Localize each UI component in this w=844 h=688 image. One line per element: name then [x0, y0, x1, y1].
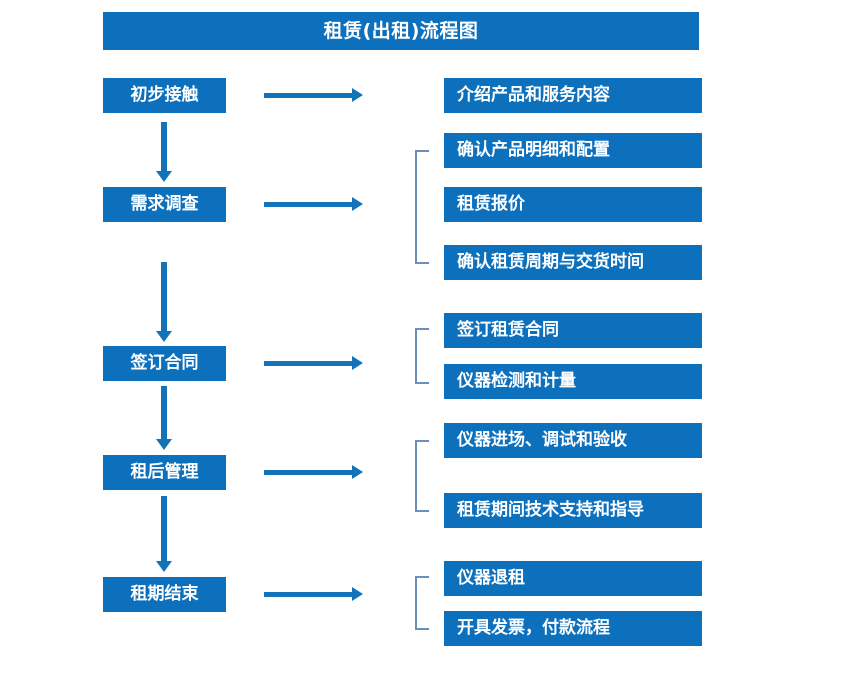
group-bracket-icon	[415, 440, 429, 512]
stage-label: 需求调查	[130, 194, 199, 214]
arrow-right-icon	[264, 587, 363, 601]
detail-box-instrument-inspection[interactable]: 仪器检测和计量	[444, 364, 702, 399]
page-title: 租赁(出租)流程图	[323, 19, 479, 42]
detail-label: 仪器检测和计量	[457, 371, 576, 391]
detail-box-confirm-product-specs[interactable]: 确认产品明细和配置	[444, 133, 702, 168]
detail-label: 介绍产品和服务内容	[457, 85, 610, 105]
detail-box-introduce-products[interactable]: 介绍产品和服务内容	[444, 78, 702, 113]
arrow-down-icon	[156, 386, 172, 450]
group-bracket-icon	[415, 576, 429, 630]
detail-label: 开具发票，付款流程	[457, 618, 610, 638]
diagram-title-bar: 租赁(出租)流程图	[103, 12, 699, 50]
detail-label: 仪器退租	[457, 568, 525, 588]
detail-box-technical-support[interactable]: 租赁期间技术支持和指导	[444, 493, 702, 528]
arrow-down-icon	[156, 262, 172, 342]
detail-label: 确认租赁周期与交货时间	[457, 252, 644, 272]
detail-label: 确认产品明细和配置	[457, 140, 610, 160]
stage-box-rental-end[interactable]: 租期结束	[103, 577, 226, 612]
detail-box-confirm-period-delivery[interactable]: 确认租赁周期与交货时间	[444, 245, 702, 280]
arrow-right-icon	[264, 465, 363, 479]
arrow-down-icon	[156, 496, 172, 572]
stage-box-needs-survey[interactable]: 需求调查	[103, 187, 226, 222]
group-bracket-icon	[415, 328, 429, 384]
arrow-right-icon	[264, 88, 363, 102]
arrow-right-icon	[264, 356, 363, 370]
stage-box-post-rental-management[interactable]: 租后管理	[103, 455, 226, 490]
detail-label: 租赁报价	[457, 194, 525, 214]
detail-box-instrument-return[interactable]: 仪器退租	[444, 561, 702, 596]
detail-label: 租赁期间技术支持和指导	[457, 500, 644, 520]
stage-label: 签订合同	[130, 353, 199, 373]
stage-label: 初步接触	[130, 85, 199, 105]
detail-label: 仪器进场、调试和验收	[457, 430, 627, 450]
stage-label: 租期结束	[130, 584, 199, 604]
detail-box-sign-rental-contract[interactable]: 签订租赁合同	[444, 313, 702, 348]
detail-box-rental-quotation[interactable]: 租赁报价	[444, 187, 702, 222]
stage-label: 租后管理	[130, 462, 199, 482]
stage-box-sign-contract[interactable]: 签订合同	[103, 346, 226, 381]
group-bracket-icon	[415, 150, 429, 264]
detail-box-invoice-payment[interactable]: 开具发票，付款流程	[444, 611, 702, 646]
arrow-down-icon	[156, 122, 172, 182]
detail-box-instrument-onsite-acceptance[interactable]: 仪器进场、调试和验收	[444, 423, 702, 458]
detail-label: 签订租赁合同	[457, 320, 559, 340]
arrow-right-icon	[264, 197, 363, 211]
stage-box-initial-contact[interactable]: 初步接触	[103, 78, 226, 113]
